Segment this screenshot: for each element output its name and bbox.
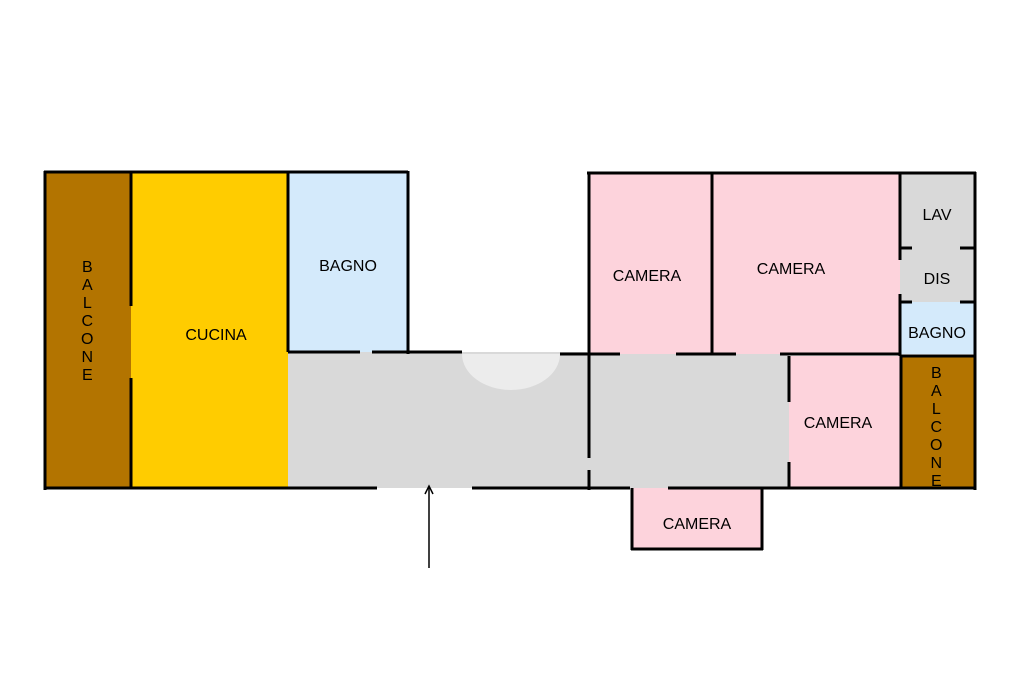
- balcone-left-label: BALCONE: [79, 259, 96, 385]
- camera-2-label: CAMERA: [757, 261, 826, 278]
- balcone-right-label: BALCONE: [928, 365, 945, 491]
- camera-4-area: [632, 488, 762, 548]
- camera-3-label: CAMERA: [804, 415, 873, 432]
- balcone-left-area: [45, 172, 131, 488]
- corridor-right-area: [587, 354, 789, 488]
- lav-area: [900, 174, 975, 248]
- dis-area: [900, 248, 975, 302]
- walls-left-block: [43, 170, 900, 490]
- lav-label: LAV: [922, 207, 951, 224]
- bagno-main-label: BAGNO: [319, 258, 377, 275]
- camera-2-area: [712, 174, 900, 354]
- dis-label: DIS: [924, 271, 951, 288]
- cucina-label: CUCINA: [185, 327, 247, 344]
- bagno-small-area: [900, 302, 975, 354]
- cucina-area: [131, 172, 288, 488]
- bagno-small-label: BAGNO: [908, 325, 966, 342]
- bagno-main-area: [288, 172, 408, 352]
- camera-1-label: CAMERA: [613, 268, 682, 285]
- camera-3-area: [789, 356, 901, 488]
- entrance-arrow: [424, 484, 434, 568]
- balcone-right-area: [901, 356, 975, 488]
- door-swing-arc: [462, 354, 560, 390]
- walls-right-block: [587, 171, 977, 551]
- camera-4-label: CAMERA: [663, 516, 732, 533]
- camera-1-area: [589, 174, 712, 354]
